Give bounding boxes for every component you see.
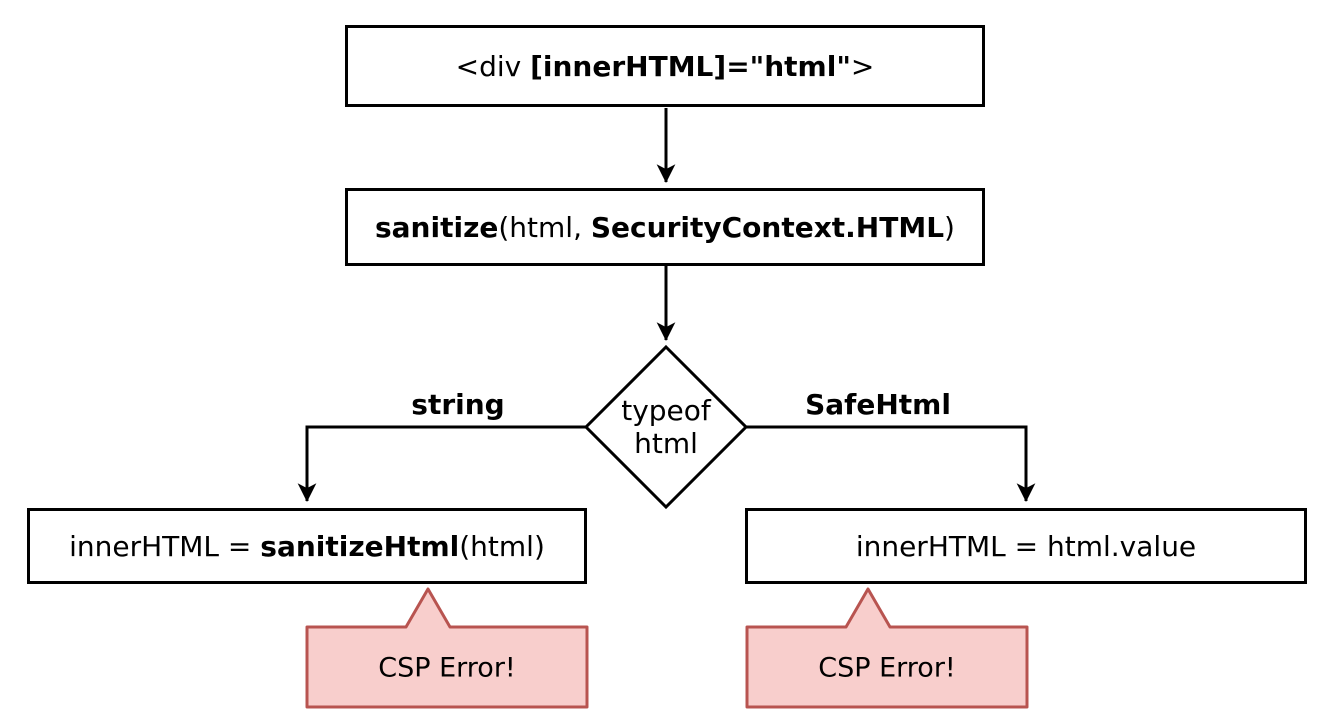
node-innerhtml-binding-text: <div [innerHTML]="html"> [455,49,875,83]
callout-csp-error-left-outline [305,587,589,709]
node-sanitizehtml-result: innerHTML = sanitizeHtml(html) [27,508,587,584]
branch-label-safehtml: SafeHtml [801,389,955,421]
node-html-value-result-text: innerHTML = html.value [855,529,1197,563]
edge-decision-to-string-branch [297,425,586,502]
callout-csp-error-right-text: CSP Error! [818,652,956,684]
decision-typeof-line2: html [634,427,698,460]
decision-typeof-line1: typeof [621,394,711,427]
branch-label-string: string [407,389,509,421]
node-html-value-result: innerHTML = html.value [745,508,1307,584]
callout-csp-error-right-shape [747,589,1027,707]
callout-csp-error-left-text: CSP Error! [378,652,516,684]
node-innerhtml-binding: <div [innerHTML]="html"> [345,25,985,107]
decision-diamond-shape [583,344,749,510]
node-sanitize-call-text: sanitize(html, SecurityContext.HTML) [375,210,955,244]
callout-csp-error-left-shape [307,589,587,707]
node-sanitizehtml-result-text: innerHTML = sanitizeHtml(html) [69,529,545,563]
edge-decision-to-safehtml-branch [746,425,1036,502]
decision-typeof-text: typeof html [621,394,711,460]
callout-csp-error-right-outline [745,587,1029,709]
node-sanitize-call: sanitize(html, SecurityContext.HTML) [345,188,985,266]
